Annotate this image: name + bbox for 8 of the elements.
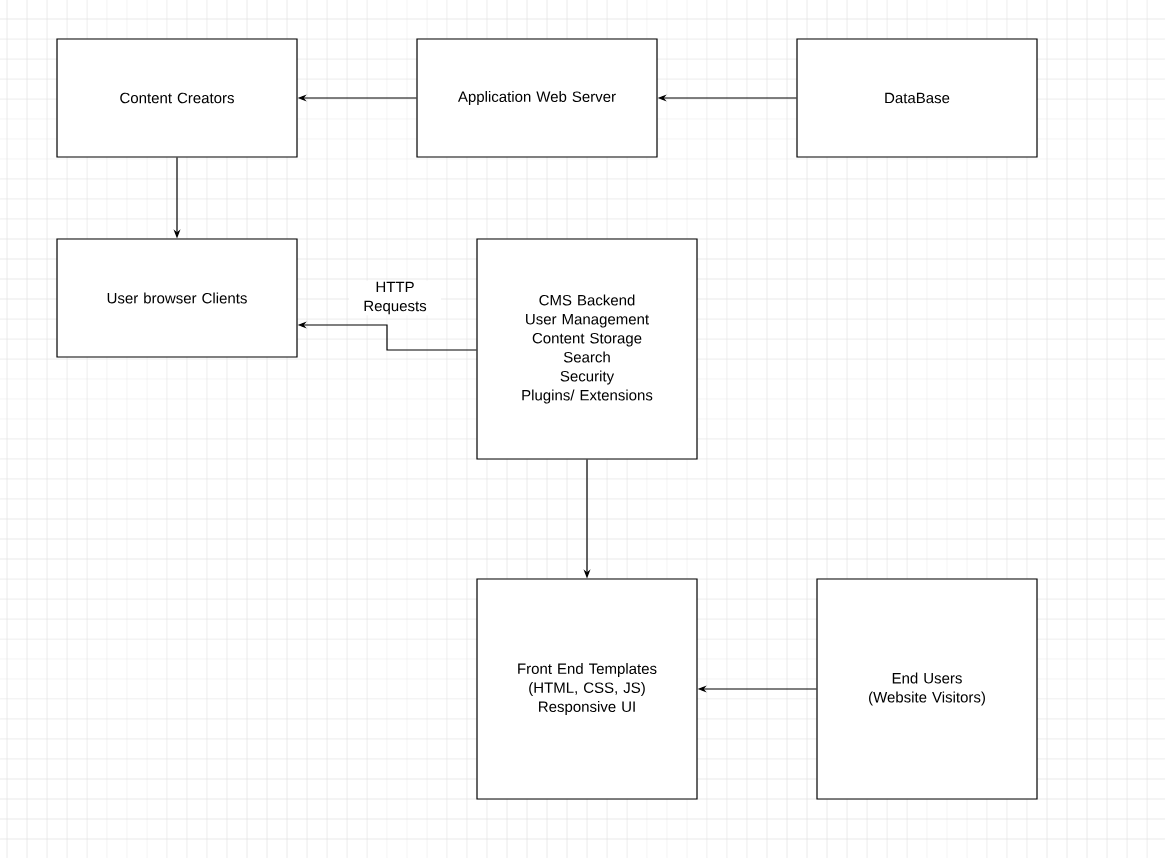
process-box: Application Web Server: [416, 38, 658, 158]
process-box: User browser Clients: [56, 238, 298, 358]
process-box: DataBase: [796, 38, 1038, 158]
process-box: Content Creators: [56, 38, 298, 158]
process-box: End Users (Website Visitors): [816, 578, 1038, 800]
process-box: Front End Templates (HTML, CSS, JS) Responsive UI: [476, 578, 698, 800]
process-box: CMS Backend User Management Content Storage Search Security Plugins/ Extensions: [476, 238, 698, 460]
edge-label: HTTP Requests: [349, 280, 441, 316]
